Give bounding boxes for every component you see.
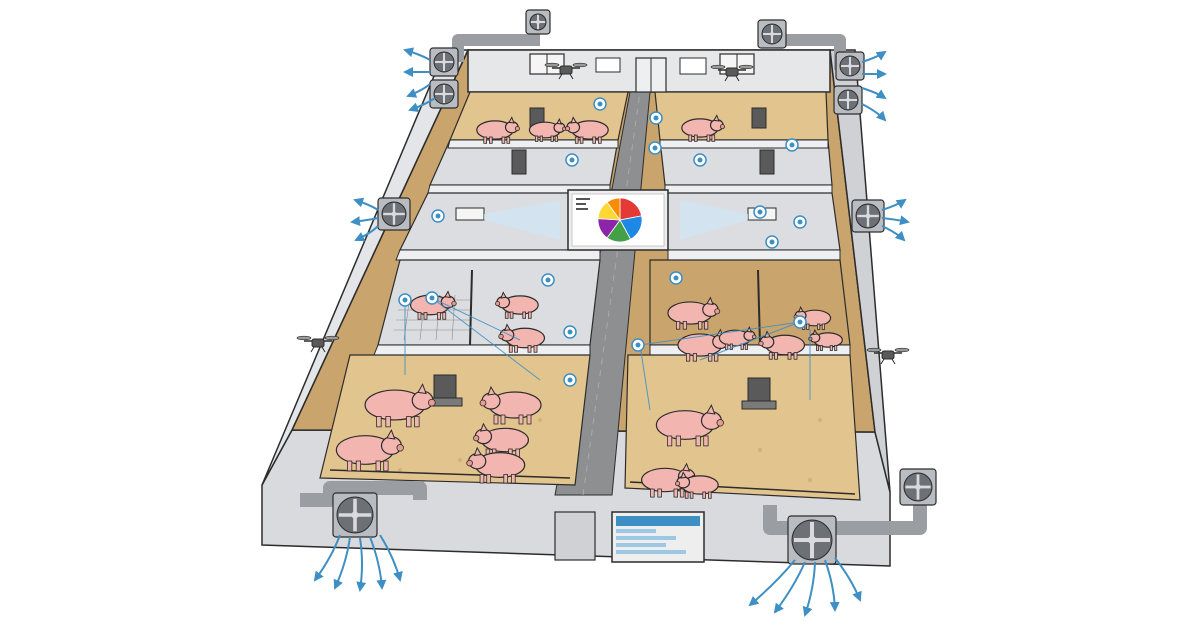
- airflow-arrow-icon: [350, 216, 379, 227]
- sensor-icon: [753, 205, 767, 219]
- airflow-arrow-icon: [356, 537, 367, 592]
- airflow-arrow-icon: [403, 47, 431, 61]
- airflow-arrow-icon: [748, 559, 796, 607]
- sensor-icon: [563, 373, 577, 387]
- pig-icon: [335, 429, 404, 472]
- sensor-icon: [793, 315, 807, 329]
- fan-icon: [332, 492, 378, 538]
- pigs: [335, 114, 843, 499]
- sensor-icon: [593, 97, 607, 111]
- pig-icon: [681, 114, 725, 142]
- ventilation: [300, 34, 927, 535]
- pig-icon: [476, 116, 520, 144]
- drone-icon: [544, 62, 588, 80]
- sensor-icon: [431, 209, 445, 223]
- sensor-icon: [398, 293, 412, 307]
- sensor-icon: [563, 325, 577, 339]
- airflow-arrow-icon: [834, 557, 862, 602]
- sensor-icon: [669, 271, 683, 285]
- airflow-arrows: [313, 47, 910, 617]
- sensor-icon: [631, 338, 645, 352]
- airflow-arrow-icon: [881, 198, 907, 211]
- airflow-arrow-icon: [861, 87, 887, 100]
- airflow-arrow-icon: [354, 225, 379, 242]
- airflow-arrow-icon: [861, 103, 887, 122]
- back-rooms: [427, 53, 833, 194]
- pig-icon: [655, 404, 724, 447]
- ac-unit-icon: [455, 207, 485, 221]
- airflow-arrow-icon: [313, 534, 341, 582]
- airflow-arrow-icon: [773, 561, 806, 614]
- airflow-arrow-icon: [861, 50, 887, 63]
- airflow-arrow-icon: [379, 534, 403, 582]
- airflow-arrow-icon: [369, 536, 387, 590]
- feeder-icon: [759, 149, 775, 175]
- airflow-arrow-icon: [408, 97, 436, 112]
- fan-icon: [757, 19, 787, 49]
- sensor-icon: [541, 273, 555, 287]
- pig-icon: [667, 296, 721, 330]
- airflow-arrow-icon: [406, 83, 431, 98]
- airflow-arrow-icon: [881, 225, 906, 242]
- dashboard-pie-chart: [597, 197, 643, 243]
- feeder-icon: [751, 107, 767, 129]
- drone-icon: [296, 335, 340, 353]
- sensor-icon: [649, 111, 663, 125]
- airflow-arrow-icon: [333, 536, 351, 590]
- sensor-icon: [648, 141, 662, 155]
- feeder-icon: [511, 149, 527, 175]
- fan-icon: [851, 199, 885, 233]
- pig-icon: [479, 385, 542, 425]
- fan-icon: [899, 468, 937, 506]
- middle-rooms: [395, 192, 841, 261]
- airflow-arrow-icon: [824, 559, 840, 612]
- pig-icon: [409, 290, 457, 320]
- sensor-icon: [565, 153, 579, 167]
- pig-icon: [364, 383, 436, 428]
- pie-slice: [606, 197, 621, 222]
- airflow-arrow-icon: [802, 561, 816, 617]
- sensor-icon: [793, 215, 807, 229]
- sensor-icon: [693, 153, 707, 167]
- sensor-icon: [765, 235, 779, 249]
- fan-icon: [835, 51, 865, 81]
- fan-icon: [429, 79, 459, 109]
- airflow-arrow-icon: [353, 197, 379, 211]
- feeder-icon: [741, 377, 777, 410]
- drone-icon: [866, 347, 910, 365]
- airflow-arrow-icon: [881, 215, 910, 226]
- fan-icon: [787, 515, 837, 565]
- sensors: [398, 97, 807, 387]
- sensor-network: [404, 297, 811, 411]
- fan-icon: [429, 47, 459, 77]
- front-entrance: [554, 511, 705, 563]
- dashboard-monitor: [567, 189, 669, 251]
- pig-icon: [466, 446, 526, 484]
- fan-icon: [833, 85, 863, 115]
- sensor-icon: [425, 291, 439, 305]
- pig-icon: [565, 116, 609, 144]
- fan-icon: [377, 197, 411, 231]
- drones: [296, 62, 910, 365]
- pig-icon: [528, 118, 567, 142]
- fan-icon: [525, 9, 551, 35]
- pig-icon: [675, 471, 719, 499]
- fans: [332, 9, 937, 565]
- pig-icon: [808, 328, 843, 351]
- drone-icon: [710, 64, 754, 82]
- sensor-icon: [785, 138, 799, 152]
- front-door-icon: [554, 511, 596, 561]
- pig-icon: [473, 422, 529, 458]
- pig-icon: [495, 291, 539, 319]
